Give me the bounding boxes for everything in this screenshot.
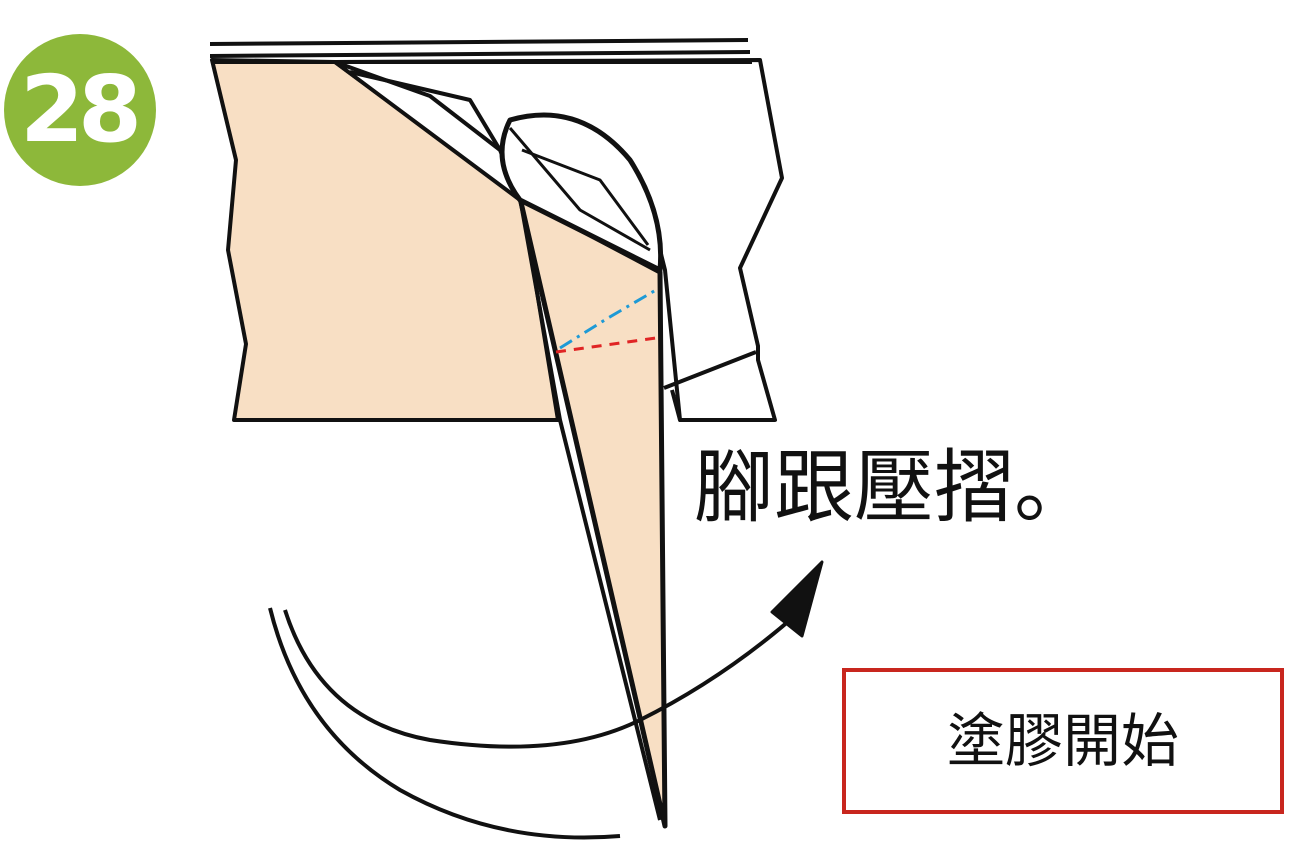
- fold-arrow-outer: [268, 607, 621, 840]
- glue-start-label: 塗膠開始: [946, 707, 1179, 775]
- mountain-fold-line: [559, 288, 657, 350]
- curved-arrow-icon: [770, 560, 824, 638]
- top-edge: [209, 38, 749, 46]
- fold-arrow-inner: [283, 609, 792, 749]
- heel-point: [517, 195, 668, 829]
- heel-point-edge: [518, 197, 662, 821]
- inner-seam: [663, 350, 757, 421]
- step-number: 28: [19, 56, 142, 163]
- upper-flap-inner: [349, 70, 502, 152]
- top-edge-inner: [209, 50, 751, 58]
- instruction-text: 腳跟壓摺。: [694, 441, 1094, 534]
- heel-pocket-inner-2: [521, 148, 650, 246]
- glue-start-box: 塗膠開始: [842, 668, 1284, 814]
- heel-pocket: [499, 112, 664, 273]
- step-number-badge: 28: [4, 34, 156, 186]
